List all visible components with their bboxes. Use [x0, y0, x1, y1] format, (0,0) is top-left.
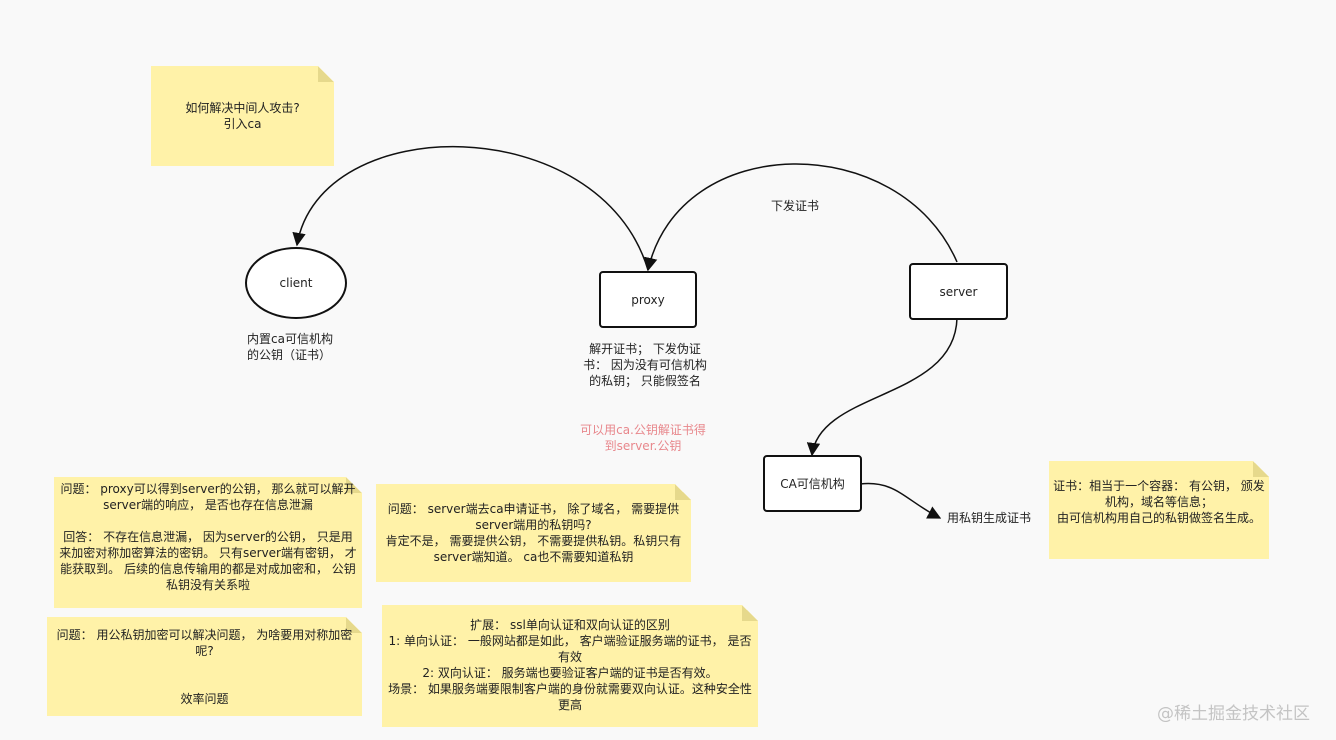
note-certificate-text: 证书：相当于一个容器： 有公钥， 颁发机构，域名等信息； 由可信机构用自己的私钥… — [1053, 479, 1265, 525]
arrow-server-to-ca — [806, 317, 958, 457]
node-proxy: proxy — [599, 271, 697, 328]
note-symmetric-question-text: 问题： 用公私钥加密可以解决问题， 为啥要用对称加密呢? 效率问题 — [56, 628, 353, 706]
arrow-proxy-to-client — [292, 145, 649, 271]
label-issue-cert: 下发证书 — [770, 199, 819, 213]
label-client-desc: 内置ca可信机构 的公钥（证书） — [247, 332, 333, 362]
note-symmetric-question: 问题： 用公私钥加密可以解决问题， 为啥要用对称加密呢? 效率问题 — [47, 617, 362, 716]
note-ca-apply-question: 问题： server端去ca申请证书， 除了域名， 需要提供server端用的私… — [376, 484, 691, 582]
node-server: server — [909, 263, 1008, 320]
node-ca: CA可信机构 — [763, 455, 862, 512]
note-certificate: 证书：相当于一个容器： 有公钥， 颁发机构，域名等信息； 由可信机构用自己的私钥… — [1049, 461, 1269, 559]
arrow-server-to-proxy — [644, 163, 958, 272]
label-generate-cert: 用私钥生成证书 — [947, 511, 1032, 525]
note-ca-apply-question-text: 问题： server端去ca申请证书， 除了域名， 需要提供server端用的私… — [385, 502, 682, 564]
note-ssl-extension: 扩展： ssl单向认证和双向认证的区别 1: 单向认证： 一般网站都是如此， 客… — [382, 605, 758, 727]
node-client: client — [245, 247, 347, 319]
note-mitm-text: 如何解决中间人攻击? 引入ca — [185, 101, 300, 131]
note-proxy-question-text: 问题： proxy可以得到server的公钥， 那么就可以解开server端的响… — [59, 482, 357, 592]
watermark: @稀土掘金技术社区 — [1157, 704, 1310, 724]
note-proxy-question: 问题： proxy可以得到server的公钥， 那么就可以解开server端的响… — [54, 477, 362, 608]
note-mitm: 如何解决中间人攻击? 引入ca — [151, 66, 334, 166]
arrow-ca-to-cert — [859, 482, 942, 519]
note-ssl-extension-text: 扩展： ssl单向认证和双向认证的区别 1: 单向认证： 一般网站都是如此， 客… — [388, 618, 752, 712]
label-proxy-desc: 解开证书； 下发伪证 书： 因为没有可信机构 的私钥； 只能假签名 — [583, 342, 707, 388]
label-ca-public-key: 可以用ca.公钥解证书得 到server.公钥 — [580, 423, 706, 453]
